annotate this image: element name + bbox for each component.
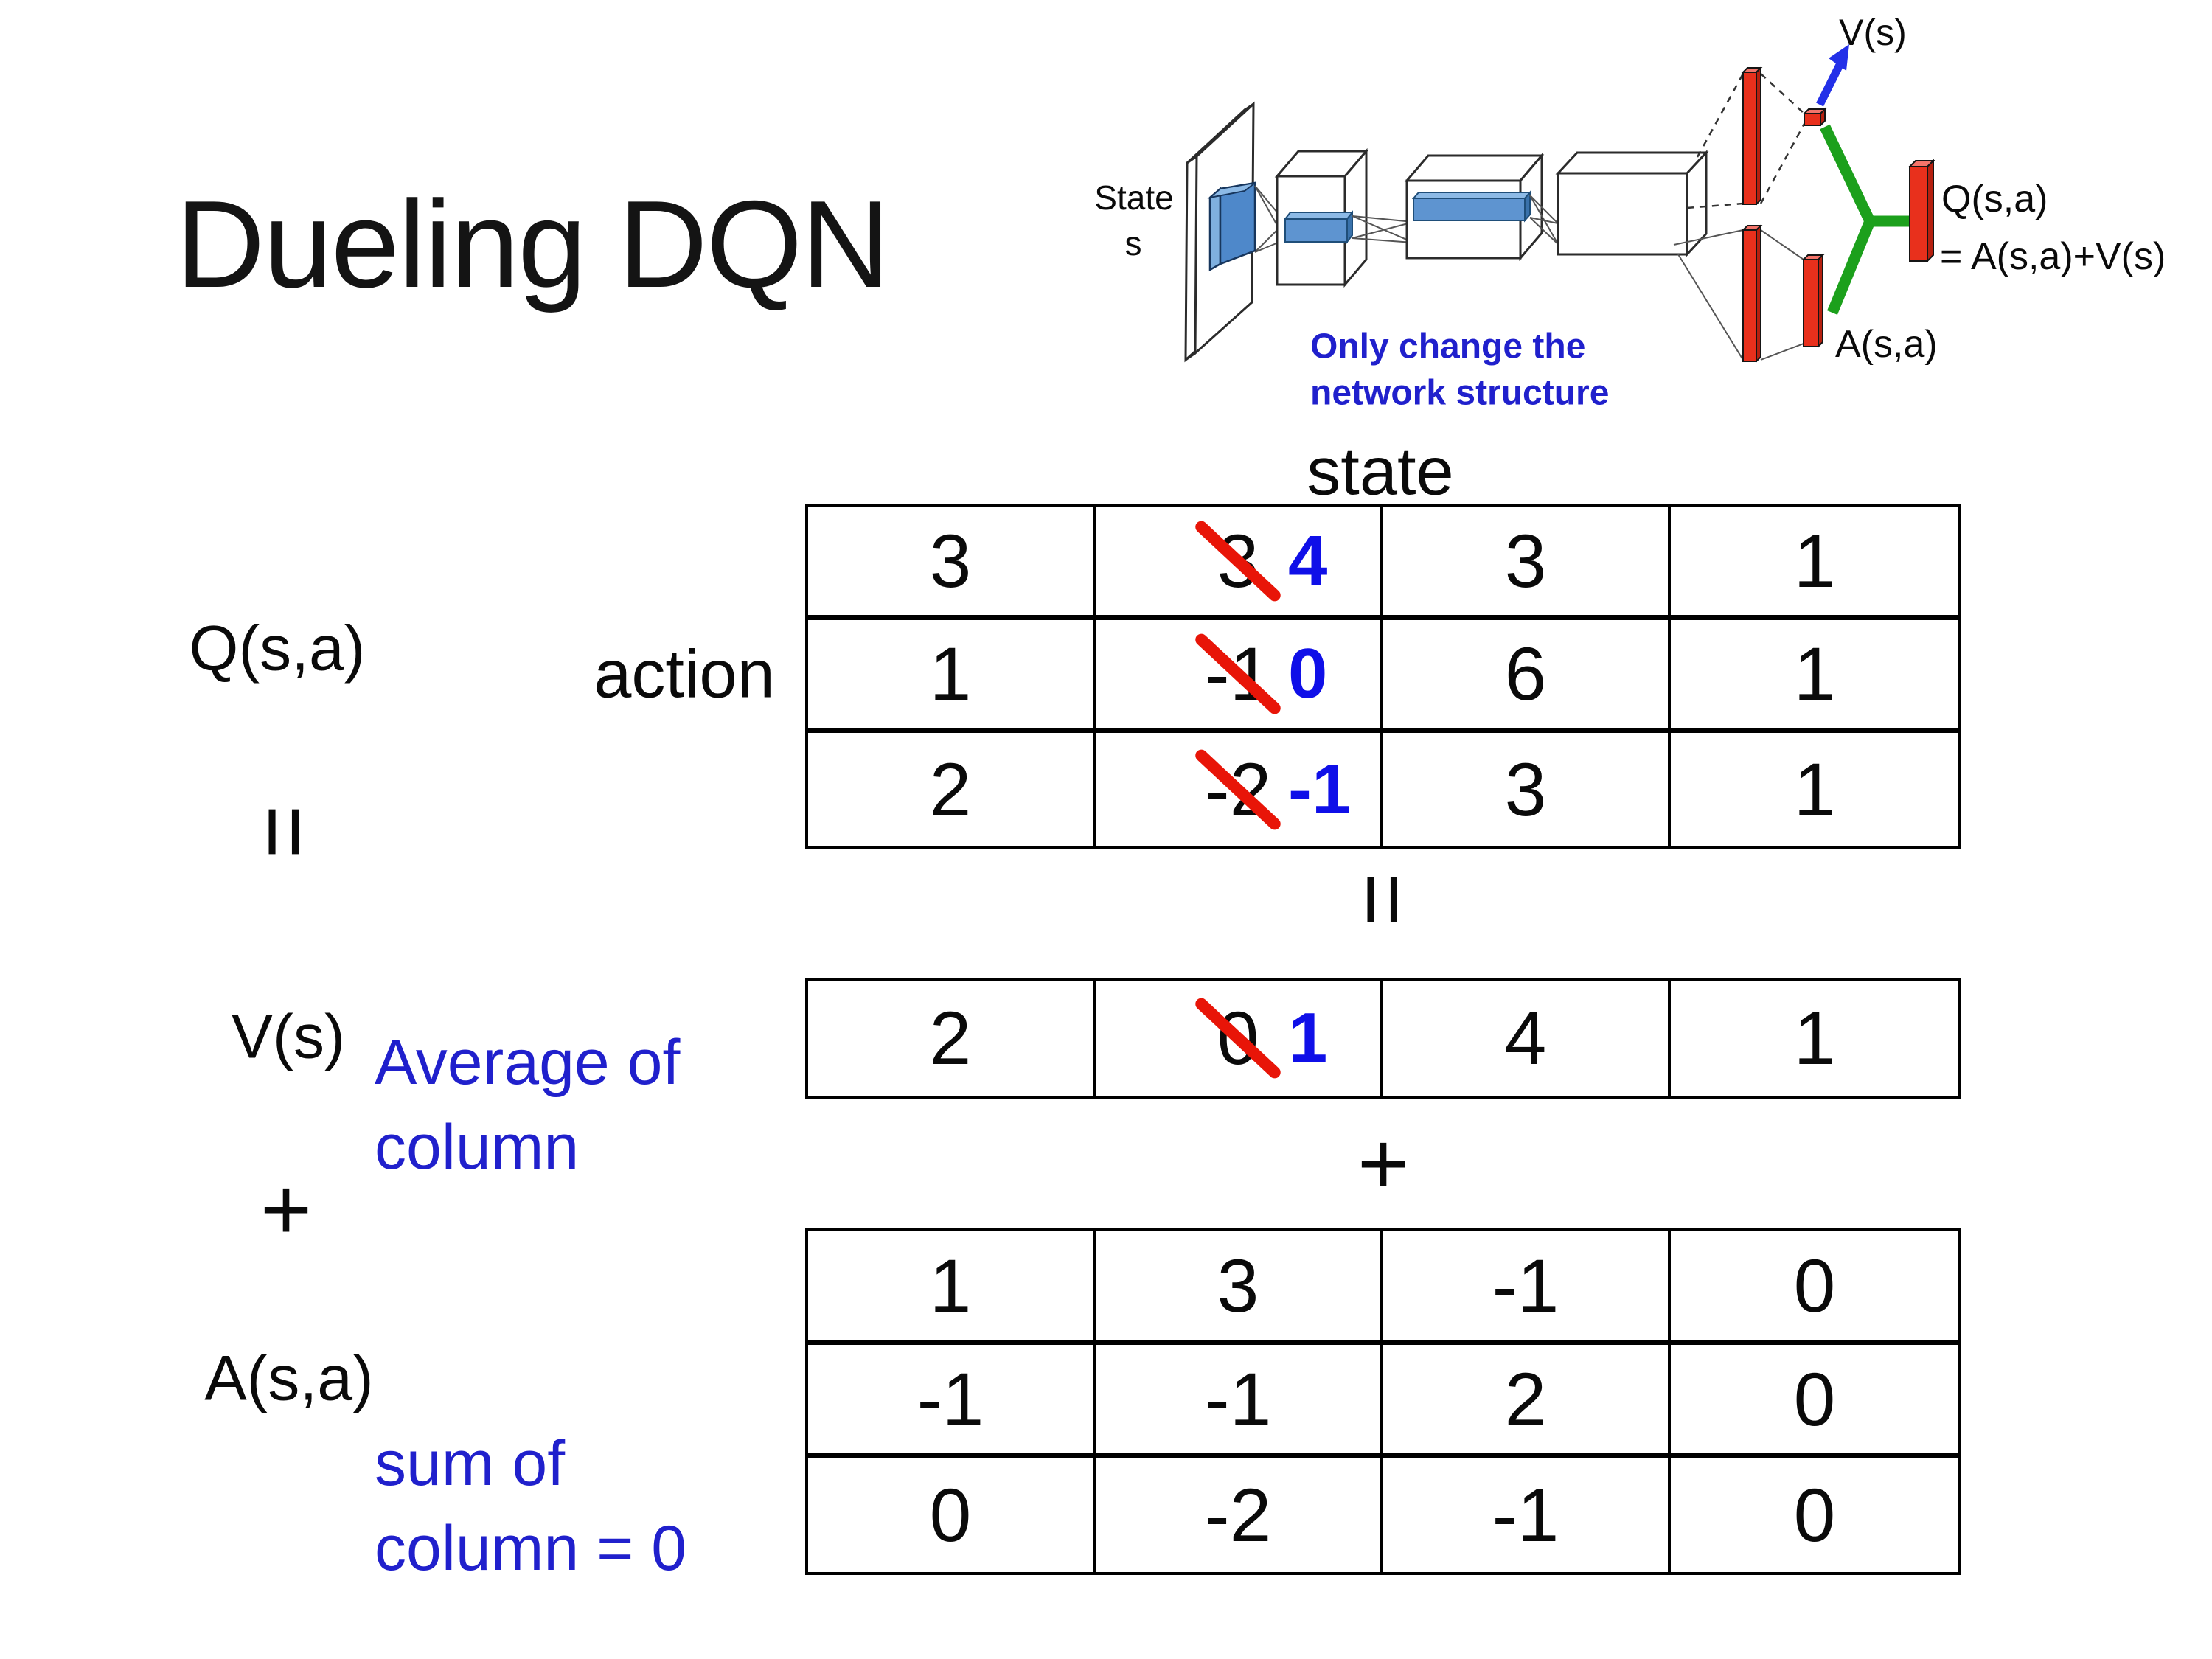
v-cell-r1c3: 4 — [1383, 981, 1671, 1096]
fc-bar-advantage-hidden — [1741, 223, 1763, 364]
q-cell-r2c2: -10 — [1096, 620, 1383, 733]
slide-title: Dueling DQN — [175, 175, 891, 313]
cell-value: 1 — [1793, 996, 1836, 1080]
value-arrow — [1816, 44, 1849, 107]
diagram-note-line2: network structure — [1310, 374, 1609, 413]
cell-value: 3 — [929, 519, 972, 603]
cell-value: 4 — [1504, 996, 1547, 1080]
state-axis-label: state — [1307, 434, 1454, 509]
cell-value: -1 — [1492, 1243, 1559, 1328]
feature-slab-1 — [1283, 210, 1354, 244]
a-value-table: 1 3 -1 0 -1 -1 2 0 0 -2 -1 0 — [805, 1228, 1961, 1575]
cell-value: 1 — [929, 632, 972, 716]
cell-value: 2 — [929, 747, 972, 832]
q-cell-r1c4: 1 — [1671, 507, 1958, 620]
action-axis-label: action — [594, 636, 775, 712]
advantage-bar — [1801, 253, 1825, 349]
cell-value: 2 — [929, 996, 972, 1080]
equals-sign-center: = — [1332, 872, 1435, 927]
corrected-value: 4 — [1288, 521, 1328, 600]
plus-sign-left: + — [260, 1160, 313, 1259]
value-node — [1802, 107, 1827, 128]
a-cell-r1c4: 0 — [1671, 1231, 1958, 1345]
a-note-line1: sum of — [375, 1428, 566, 1499]
v-note: Average of column — [375, 1020, 680, 1190]
conv-fan-lines-3 — [1529, 195, 1559, 245]
diagram-q-output-label: Q(s,a) — [1941, 178, 2048, 220]
combine-link-green — [1820, 124, 1910, 315]
network-diagram: State s V(s) A(s,a) Q(s,a) = A(s,a)+V(s)… — [1094, 12, 2166, 413]
diagram-v-output-label: V(s) — [1839, 12, 1907, 53]
diagram-state-s-label: s — [1125, 224, 1142, 262]
a-cell-r3c4: 0 — [1671, 1458, 1958, 1572]
equals-sign-left: = — [233, 804, 336, 859]
corrected-value: -1 — [1288, 749, 1352, 829]
cell-value: 1 — [929, 1243, 972, 1328]
q-matrix-label: Q(s,a) — [189, 613, 366, 684]
cell-value: -2 — [1204, 1473, 1272, 1557]
cell-value: 1 — [1793, 747, 1836, 832]
a-cell-r2c1: -1 — [808, 1345, 1096, 1458]
advantage-stream-lines — [1673, 229, 1804, 361]
cell-value: 0 — [1793, 1473, 1836, 1557]
v-note-line1: Average of — [375, 1027, 681, 1098]
a-cell-r3c1: 0 — [808, 1458, 1096, 1572]
value-stream-dashed-lines — [1686, 73, 1806, 209]
q-cell-r3c3: 3 — [1383, 733, 1671, 846]
conv-fan-lines-2 — [1352, 215, 1414, 243]
a-cell-r1c1: 1 — [808, 1231, 1096, 1345]
q-cell-r2c3: 6 — [1383, 620, 1671, 733]
corrected-value: 0 — [1288, 634, 1328, 713]
fc-bar-value-hidden — [1741, 66, 1763, 206]
q-cell-r3c1: 2 — [808, 733, 1096, 846]
cell-value: -1 — [1204, 1357, 1272, 1441]
v-cell-r1c2: 01 — [1096, 981, 1383, 1096]
cell-value: 1 — [1793, 632, 1836, 716]
diagram-note-line1: Only change the — [1310, 327, 1585, 366]
diagram-a-output-label: A(s,a) — [1835, 323, 1938, 366]
a-cell-r2c3: 2 — [1383, 1345, 1671, 1458]
conv-box-3 — [1555, 150, 1709, 257]
a-cell-r3c3: -1 — [1383, 1458, 1671, 1572]
q-cell-r1c3: 3 — [1383, 507, 1671, 620]
q-cell-r2c1: 1 — [808, 620, 1096, 733]
a-cell-r1c3: -1 — [1383, 1231, 1671, 1345]
a-cell-r2c2: -1 — [1096, 1345, 1383, 1458]
cell-value: 2 — [1504, 1357, 1547, 1441]
cell-value: 0 — [929, 1473, 972, 1557]
diagram-state-label: State — [1094, 178, 1173, 217]
q-cell-r1c2: 34 — [1096, 507, 1383, 620]
v-value-table: 2 01 4 1 — [805, 978, 1961, 1099]
cell-value: 1 — [1793, 519, 1836, 603]
q-cell-r3c4: 1 — [1671, 733, 1958, 846]
a-cell-r2c4: 0 — [1671, 1345, 1958, 1458]
q-output-bar — [1907, 159, 1935, 263]
feature-slab-2 — [1411, 190, 1532, 223]
corrected-value: 1 — [1288, 998, 1328, 1077]
v-cell-r1c1: 2 — [808, 981, 1096, 1096]
cell-value: -1 — [917, 1357, 984, 1441]
conv-filter-icon — [1207, 181, 1256, 272]
diagram-q-output-formula: = A(s,a)+V(s) — [1940, 235, 2166, 278]
q-cell-r1c1: 3 — [808, 507, 1096, 620]
cell-value: -1 — [1492, 1473, 1559, 1557]
a-cell-r3c2: -2 — [1096, 1458, 1383, 1572]
cell-value: 3 — [1504, 519, 1547, 603]
v-cell-r1c4: 1 — [1671, 981, 1958, 1096]
v-note-line2: column — [375, 1112, 580, 1183]
cell-value: 3 — [1504, 747, 1547, 832]
q-cell-r3c2: -2-1 — [1096, 733, 1383, 846]
a-note-line2: column = 0 — [375, 1513, 687, 1584]
cell-value: 0 — [1793, 1243, 1836, 1328]
a-note: sum of column = 0 — [375, 1422, 686, 1591]
cell-value: 0 — [1793, 1357, 1836, 1441]
a-cell-r1c2: 3 — [1096, 1231, 1383, 1345]
cell-value: 3 — [1217, 1243, 1259, 1328]
plus-sign-center: + — [1357, 1114, 1410, 1213]
cell-value: 6 — [1504, 632, 1547, 716]
q-cell-r2c4: 1 — [1671, 620, 1958, 733]
v-matrix-label: V(s) — [232, 1001, 345, 1071]
a-matrix-label: A(s,a) — [204, 1343, 374, 1414]
